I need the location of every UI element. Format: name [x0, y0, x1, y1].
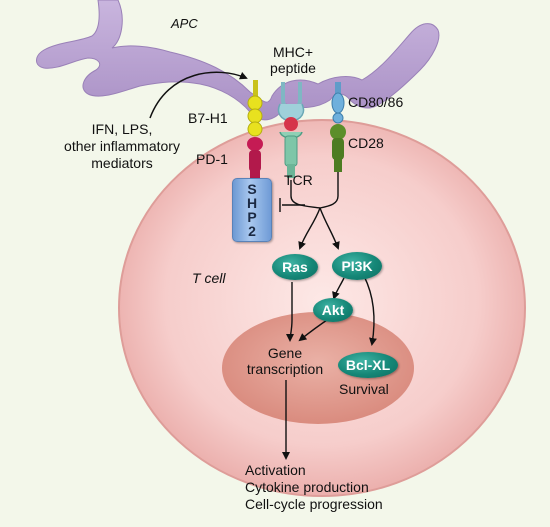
mhc-text: MHC+: [272, 44, 314, 60]
ifn-line1: IFN, LPS,: [91, 121, 153, 137]
cd80-label: CD80/86: [348, 94, 404, 110]
bclxl-node: Bcl-XL: [338, 352, 398, 378]
shp2-letter-2: 2: [248, 223, 256, 239]
tcell-label: T cell: [192, 270, 226, 286]
outcome-cytokine: Cytokine production: [245, 479, 369, 495]
mhc-label: MHC+ peptide: [257, 44, 329, 76]
cd80-ligand: [331, 82, 345, 124]
pd1-label: PD-1: [196, 151, 228, 167]
shp2-letter-p: P: [247, 209, 257, 225]
ifn-line3: mediators: [91, 155, 153, 171]
ifn-arrow: [149, 71, 248, 119]
outcome-cell-cycle: Cell-cycle progression: [245, 496, 383, 512]
outcome-activation: Activation: [245, 462, 306, 478]
ifn-label: IFN, LPS, other inflammatory mediators: [28, 121, 216, 172]
nucleus: [222, 312, 414, 424]
cd28-label: CD28: [348, 135, 384, 151]
outcomes-label: Activation Cytokine production Cell-cycl…: [245, 462, 383, 513]
gene-label: Gene transcription: [231, 345, 339, 377]
peptide-text: peptide: [270, 60, 316, 76]
cd28-receptor: [330, 124, 346, 172]
apc-label: APC: [171, 16, 198, 31]
ifn-line2: other inflammatory: [64, 138, 180, 154]
shp2-node: S H P 2: [232, 178, 272, 242]
b7h1-label: B7-H1: [188, 110, 228, 126]
mhc-molecule: [277, 82, 305, 122]
akt-node: Akt: [313, 298, 353, 322]
survival-label: Survival: [339, 381, 389, 397]
gene-line1: Gene: [267, 345, 303, 361]
b7h1-ligand: [247, 80, 263, 137]
ras-node: Ras: [272, 254, 318, 280]
pi3k-node: PI3K: [332, 252, 382, 280]
tcr-label: TCR: [284, 172, 313, 188]
shp2-letter-s: S: [247, 181, 257, 197]
peptide-ball: [284, 117, 298, 131]
pd1-receptor: [247, 137, 263, 180]
tcr-receptor: [279, 131, 303, 178]
shp2-letter-h: H: [246, 195, 258, 211]
gene-line2: transcription: [246, 361, 324, 377]
